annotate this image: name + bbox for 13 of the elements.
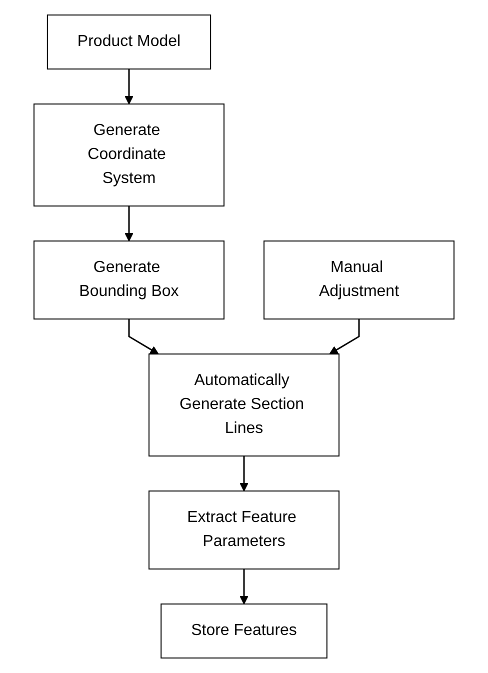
node-box: Manual Adjustment — [264, 240, 454, 320]
arrow — [124, 69, 134, 104]
arrow — [128, 319, 159, 354]
node-box: Extract Feature Parameters — [148, 490, 340, 570]
arrow — [240, 569, 248, 604]
node-box: Product Model — [46, 14, 212, 70]
node-box: Store Features — [160, 604, 328, 658]
arrow — [240, 456, 248, 492]
node-box: Automatically Generate Section Lines — [148, 354, 340, 456]
arrow — [329, 319, 360, 354]
node-box: Generate Bounding Box — [34, 240, 224, 320]
node-box: Generate Coordinate System — [34, 104, 224, 206]
arrow — [124, 206, 134, 242]
